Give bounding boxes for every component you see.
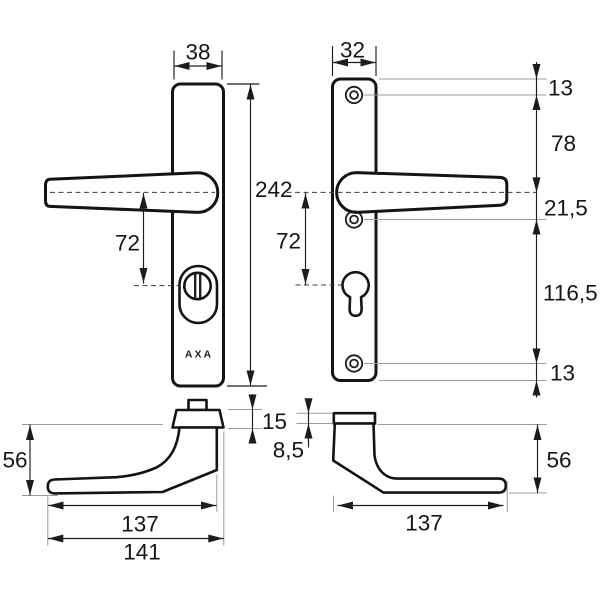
- dim-label-137-right: 137: [405, 511, 443, 536]
- dim-label-32: 32: [340, 38, 365, 63]
- lever-outline: [44, 171, 220, 214]
- backplate-outline: [171, 82, 225, 388]
- dim-side-left-total-length: 141: [47, 431, 225, 565]
- dim-side-left-grip-length: 137: [48, 474, 218, 537]
- dim-front-plate-height: 242: [227, 83, 293, 387]
- dim-label-15: 15: [262, 409, 287, 434]
- dim-back-plate-width: 32: [331, 38, 377, 76]
- dim-label-21-5: 21,5: [544, 196, 588, 221]
- dim-label-116-5: 116,5: [543, 281, 598, 306]
- back-view-right-handle: 32 72 13 78 21,5 116,5 13: [276, 38, 598, 398]
- brand-mark: AXA: [185, 349, 213, 361]
- dim-back-lever-to-keyhole: 72: [276, 193, 310, 285]
- cylinder-core: [183, 271, 213, 301]
- dim-label-137-left: 137: [121, 512, 159, 537]
- dim-label-141: 141: [123, 540, 161, 565]
- dim-label-78: 78: [551, 131, 576, 156]
- euro-keyhole-outline: [341, 270, 370, 318]
- dim-label-8-5: 8,5: [273, 438, 304, 463]
- side-view-right-handle: 8,5 137 56: [273, 398, 572, 536]
- dim-label-56-left: 56: [2, 448, 27, 473]
- dim-side-left-neck: 15: [228, 394, 287, 444]
- dim-side-right-height: 56: [377, 424, 572, 494]
- dim-side-left-height: 56: [2, 424, 163, 496]
- dim-label-38: 38: [185, 40, 210, 65]
- dim-label-72-front: 72: [115, 231, 140, 256]
- screw-hole-middle: [344, 210, 364, 229]
- backplate-outline: [331, 77, 378, 382]
- spindle-nub: [187, 398, 208, 412]
- dim-label-72-back: 72: [276, 229, 301, 254]
- dim-label-13-bottom: 13: [550, 361, 575, 386]
- dim-label-242: 242: [255, 177, 293, 202]
- dim-front-plate-width: 38: [173, 40, 223, 80]
- dim-side-right-grip-length: 137: [333, 481, 508, 536]
- neck-collar: [171, 408, 225, 429]
- dim-label-13-top: 13: [548, 76, 573, 101]
- front-view-left-handle: AXA 38 242 72: [44, 40, 293, 388]
- side-view-left-handle: 56 15 137 141: [2, 394, 287, 565]
- screw-hole-bottom: [344, 354, 364, 373]
- lever-outline: [335, 171, 509, 214]
- screw-hole-top: [344, 85, 364, 105]
- dim-side-right-neck-band: 8,5: [273, 398, 332, 463]
- dim-chain-right: 13 78 21,5 116,5 13: [363, 62, 598, 398]
- cylinder-cam-lines: [194, 273, 202, 299]
- dim-front-lever-to-cylinder: 72: [115, 193, 148, 284]
- dim-label-56-right: 56: [547, 448, 572, 473]
- lever-profile: [46, 426, 219, 495]
- neck-band: [332, 411, 377, 425]
- lever-profile: [331, 422, 508, 494]
